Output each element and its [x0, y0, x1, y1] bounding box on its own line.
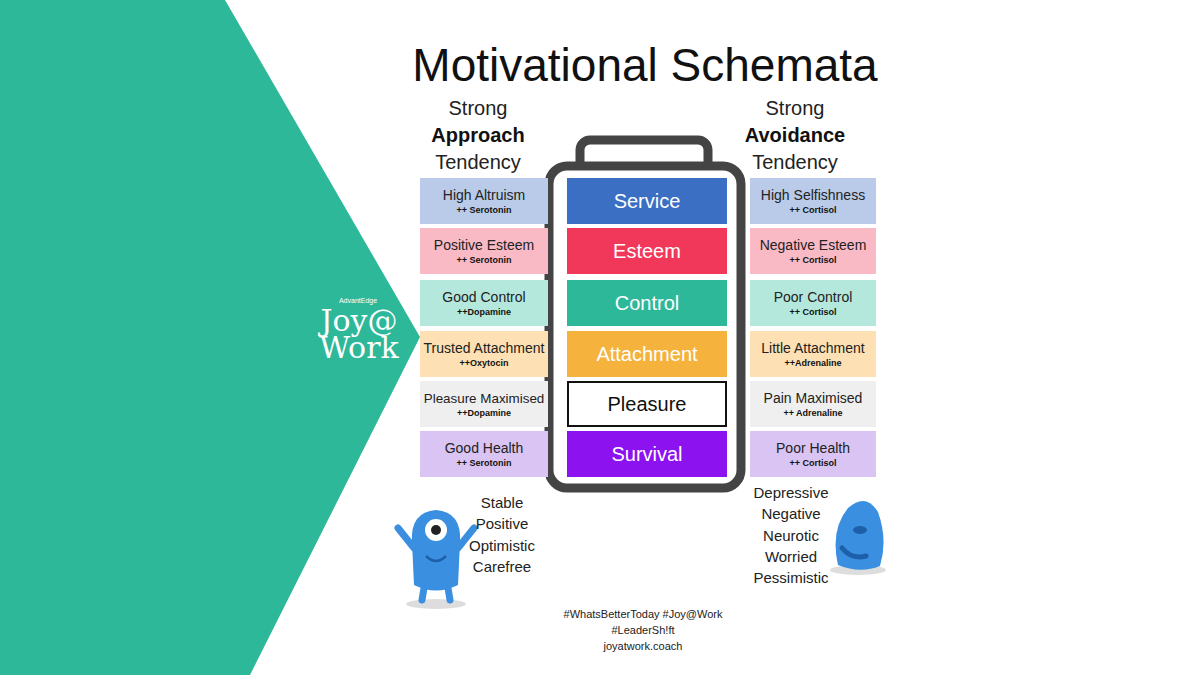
- hormone-label: ++ Cortisol: [789, 205, 836, 215]
- battery-level: Pleasure: [567, 381, 727, 427]
- motive-name: High Altruism: [443, 187, 525, 203]
- hormone-label: ++ Adrenaline: [783, 408, 842, 418]
- battery-outline: [549, 166, 741, 488]
- hashtag: #LeaderSh!ft: [612, 624, 675, 636]
- hormone-label: ++ Serotonin: [456, 205, 511, 215]
- approach-box: Good Health ++ Serotonin: [420, 431, 548, 477]
- hormone-label: ++ Cortisol: [789, 255, 836, 265]
- header-word: Approach: [431, 124, 524, 147]
- diagram-title: Motivational Schemata: [412, 38, 877, 92]
- battery-level: Attachment: [567, 331, 727, 377]
- trait-word: Optimistic: [469, 537, 535, 554]
- battery-level: Control: [567, 280, 727, 326]
- level-name: Attachment: [596, 343, 697, 366]
- trait-word: Depressive: [753, 484, 828, 501]
- battery-level: Survival: [567, 431, 727, 477]
- approach-box: High Altruism ++ Serotonin: [420, 178, 548, 224]
- trait-word: Carefree: [473, 558, 531, 575]
- motive-name: Negative Esteem: [760, 237, 867, 253]
- motive-name: Pain Maximised: [764, 390, 863, 406]
- hashtag: #WhatsBetterToday #Joy@Work: [564, 608, 723, 620]
- motive-name: High Selfishness: [761, 187, 865, 203]
- happy-figure: [398, 510, 474, 609]
- avoidance-box: Poor Health ++ Cortisol: [750, 431, 876, 477]
- approach-box: Good Control ++Dopamine: [420, 280, 548, 326]
- approach-box: Positive Esteem ++ Serotonin: [420, 228, 548, 274]
- motive-name: Little Attachment: [761, 340, 865, 356]
- header-word: Tendency: [435, 151, 521, 174]
- avoidance-box: Poor Control ++ Cortisol: [750, 280, 876, 326]
- sad-figure: [830, 501, 886, 575]
- motive-name: Poor Control: [774, 289, 853, 305]
- hormone-label: ++ Cortisol: [789, 458, 836, 468]
- hormone-label: ++Dopamine: [457, 408, 511, 418]
- motive-name: Good Control: [442, 289, 525, 305]
- level-name: Survival: [611, 443, 682, 466]
- motive-name: Pleasure Maximised: [424, 391, 545, 406]
- trait-word: Pessimistic: [753, 569, 828, 586]
- avoidance-box: Negative Esteem ++ Cortisol: [750, 228, 876, 274]
- trait-word: Worried: [765, 548, 817, 565]
- hormone-label: ++Adrenaline: [784, 358, 841, 368]
- header-word: Strong: [766, 97, 825, 120]
- motive-name: Good Health: [445, 440, 524, 456]
- approach-box: Pleasure Maximised ++Dopamine: [420, 381, 548, 427]
- trait-word: Positive: [476, 515, 529, 532]
- hormone-label: ++ Serotonin: [456, 458, 511, 468]
- hormone-label: ++Dopamine: [457, 307, 511, 317]
- logo-small: AdvantEdge: [339, 297, 377, 304]
- level-name: Pleasure: [608, 393, 687, 416]
- trait-word: Stable: [481, 494, 524, 511]
- motive-name: Poor Health: [776, 440, 850, 456]
- trait-word: Neurotic: [763, 527, 819, 544]
- approach-box: Trusted Attachment ++Oxytocin: [420, 331, 548, 377]
- avoidance-box: Pain Maximised ++ Adrenaline: [750, 381, 876, 427]
- level-name: Service: [614, 190, 681, 213]
- battery-level: Service: [567, 178, 727, 224]
- header-word: Tendency: [752, 151, 838, 174]
- trait-word: Negative: [761, 505, 820, 522]
- header-word: Avoidance: [745, 124, 845, 147]
- motive-name: Positive Esteem: [434, 237, 534, 253]
- logo-text: Work: [319, 330, 398, 365]
- website: joyatwork.coach: [604, 640, 683, 652]
- hormone-label: ++ Cortisol: [789, 307, 836, 317]
- avoidance-box: Little Attachment ++Adrenaline: [750, 331, 876, 377]
- hormone-label: ++ Serotonin: [456, 255, 511, 265]
- hormone-label: ++Oxytocin: [459, 358, 508, 368]
- battery-level: Esteem: [567, 228, 727, 274]
- motive-name: Trusted Attachment: [424, 340, 545, 356]
- level-name: Control: [615, 292, 679, 315]
- teal-chevron: [0, 0, 420, 675]
- avoidance-box: High Selfishness ++ Cortisol: [750, 178, 876, 224]
- header-word: Strong: [449, 97, 508, 120]
- level-name: Esteem: [613, 240, 681, 263]
